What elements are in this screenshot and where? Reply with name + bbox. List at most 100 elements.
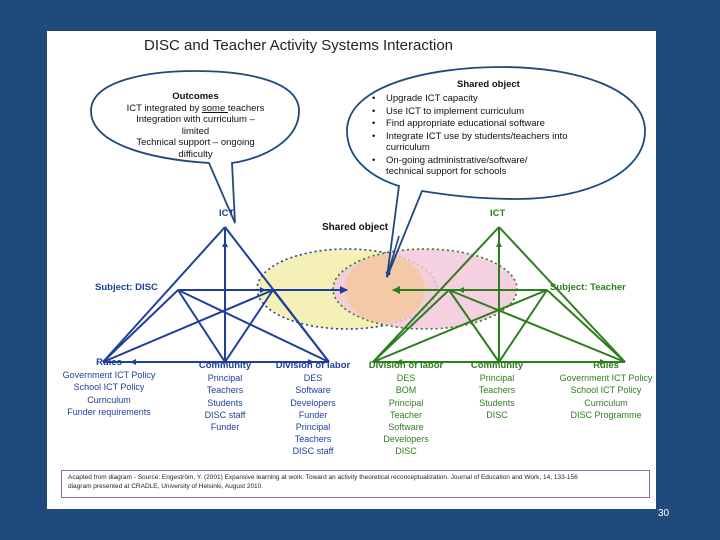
right-tool-object-line [372, 226, 500, 363]
right-community-item: Students [479, 397, 515, 408]
left-division-item: Software [295, 385, 331, 396]
right-community-item: Teachers [478, 385, 516, 396]
left-rules-column: Rules Government ICT Policy School ICT P… [49, 357, 169, 418]
left-community-item: Funder [210, 422, 240, 433]
outcomes-line-4: Technical support – ongoing [136, 137, 255, 148]
left-object-community-line [224, 289, 274, 363]
citation-line-1: Acapted from diagram - Source: Engeström… [68, 474, 578, 481]
left-tool-subject-line [102, 226, 226, 363]
citation-line-2: diagram presented at CRADLE, University … [68, 483, 264, 490]
right-object-community-line [448, 289, 500, 363]
left-division-title: Division of labor [275, 360, 351, 371]
shared-object-item-text: Find appropriate educational software [386, 118, 545, 129]
outcomes-line-2: Integration with curriculum – [136, 114, 255, 125]
left-subject-rules-line [102, 289, 179, 363]
shared-object-callout-title: Shared object [457, 79, 520, 90]
right-community-item: DISC [486, 409, 508, 420]
left-community-title: Community [198, 360, 252, 371]
shared-object-item-text: Upgrade ICT capacity [386, 93, 478, 104]
right-division-column: Division of labor DES BOM Principal Teac… [359, 360, 453, 458]
activity-systems-diagram [90, 66, 646, 365]
shared-object-overlap [345, 255, 425, 323]
right-community-item: Principal [479, 373, 515, 384]
right-tool-label: ICT [490, 208, 506, 219]
right-rules-item: DISC Programme [570, 409, 642, 420]
bullet-icon: • [372, 105, 376, 117]
right-division-item: Teacher [389, 409, 423, 420]
right-division-item: Principal [388, 397, 424, 408]
right-rules-title: Rules [593, 360, 619, 371]
right-community-column: Community Principal Teachers Students DI… [462, 360, 532, 421]
left-community-item: Principal [207, 373, 243, 384]
right-division-title: Division of labor [368, 360, 444, 371]
left-division-item: DISC staff [292, 446, 334, 457]
outcomes-line-1: ICT integrated by some teachers [113, 103, 278, 115]
right-subject-community-line [498, 289, 548, 363]
right-object-division-line [372, 289, 450, 363]
left-division-item: Developers [290, 397, 336, 408]
bullet-icon: • [372, 93, 376, 104]
right-division-item: DES [396, 373, 416, 384]
shared-object-label: Shared object [322, 222, 389, 233]
shared-object-item: • Use ICT to implement curriculum [372, 106, 616, 118]
bullet-icon: • [372, 154, 376, 166]
left-activity-triangle [102, 226, 348, 365]
shared-object-item-text: On-going administrative/software/ techni… [386, 154, 528, 178]
bullet-icon: • [372, 118, 376, 129]
slide: DISC and Teacher Activity Systems Intera… [47, 31, 656, 509]
shared-object-item: • On-going administrative/software/ techn… [372, 155, 566, 178]
left-subject-label: Subject: DISC [95, 282, 158, 293]
right-rules-item: Curriculum [584, 397, 628, 408]
outcomes-line-1-post: teachers [227, 102, 265, 114]
left-subject-community-line [177, 289, 226, 363]
left-rules-title: Rules [96, 357, 122, 368]
shared-object-item: • Find appropriate educational software [372, 118, 616, 130]
shared-object-item: • Upgrade ICT capacity [372, 93, 616, 105]
left-community-item: Students [207, 397, 243, 408]
right-division-item: Developers [383, 434, 429, 445]
left-rules-item: Curriculum [87, 394, 131, 405]
right-division-item: DISC [395, 446, 417, 457]
page-number: 30 [658, 508, 670, 519]
right-subject-label: Subject: Teacher [550, 282, 626, 293]
right-rules-item: School ICT Policy [570, 385, 642, 396]
shared-object-item-text: Use ICT to implement curriculum [386, 105, 525, 117]
slide-title: DISC and Teacher Activity Systems Intera… [144, 37, 454, 54]
left-community-column: Community Principal Teachers Students DI… [190, 360, 260, 433]
outcomes-callout-bubble [90, 70, 300, 224]
right-rules-column: Rules Government ICT Policy School ICT P… [547, 360, 665, 421]
left-tool-label: ICT [219, 208, 235, 219]
right-division-item: BOM [395, 385, 417, 396]
left-object-rules-line [102, 289, 274, 363]
left-rules-item: School ICT Policy [73, 382, 145, 393]
shared-object-item-text: Integrate ICT use by students/teachers i… [386, 130, 568, 154]
right-activity-triangle [372, 226, 626, 365]
right-division-item: Software [388, 422, 424, 433]
outcomes-line-1-pre: ICT integrated by [126, 102, 203, 114]
left-division-item: Funder [298, 409, 328, 420]
right-subject-division-line [372, 289, 548, 363]
outcomes-line-1-underlined: some [202, 102, 228, 114]
bullet-icon: • [372, 130, 376, 142]
shared-object-list: • Upgrade ICT capacity • Use ICT to implem… [372, 93, 616, 179]
outcomes-line-5: difficulty [178, 148, 213, 160]
left-object-division-line [272, 289, 330, 363]
right-tool-rules-line [498, 226, 626, 363]
outcomes-callout: Outcomes ICT integrated by some teachers… [113, 91, 278, 160]
right-subject-rules-line [546, 289, 626, 363]
outcomes-title: Outcomes [172, 91, 219, 102]
left-subject-division-line [177, 289, 330, 363]
shared-object-callout-bubble [346, 66, 646, 278]
left-division-item: Principal [295, 422, 331, 433]
shared-object-item: • Integrate ICT use by students/teachers … [372, 131, 596, 154]
citation-box: Acapted from diagram - Source: Engeström… [61, 470, 650, 498]
left-rules-item: Government ICT Policy [62, 370, 156, 381]
right-object-rules-line [448, 289, 626, 363]
right-rules-item: Government ICT Policy [559, 373, 653, 384]
left-community-item: DISC staff [204, 409, 246, 420]
right-community-title: Community [470, 360, 524, 371]
left-community-item: Teachers [206, 385, 244, 396]
left-division-item: Teachers [294, 434, 332, 445]
left-division-item: DES [303, 373, 323, 384]
left-rules-item: Funder requirements [67, 406, 151, 417]
